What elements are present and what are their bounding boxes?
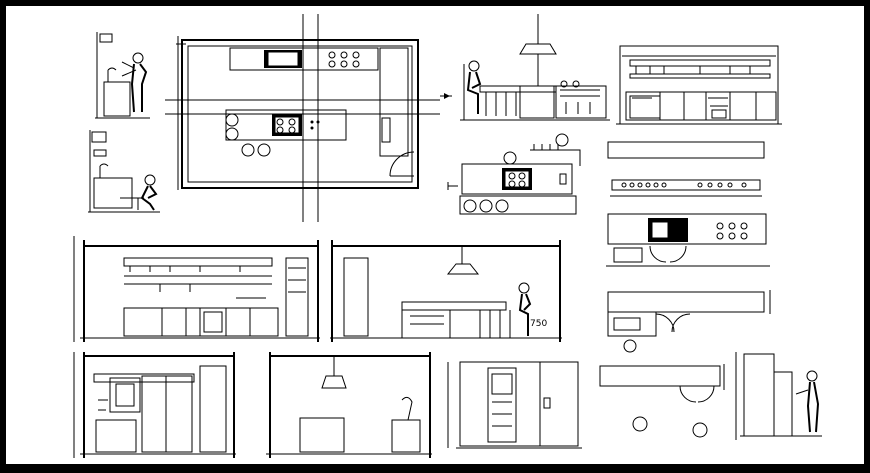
drawing-paper <box>6 6 864 464</box>
tall-cabinet-elevation <box>447 361 582 449</box>
counter-plan-strips <box>607 141 765 197</box>
cooktop-plan <box>606 213 770 267</box>
l-counter-plan <box>599 364 725 438</box>
island-hood-elevation: 750 <box>330 240 562 342</box>
pantry-elevation <box>73 352 236 458</box>
counter-plan-doors <box>607 290 771 353</box>
long-wall-elevation <box>73 236 320 342</box>
island-plan-chairs <box>447 133 581 215</box>
sink-elevation-seated <box>88 130 160 213</box>
small-hood-elevation <box>266 352 432 458</box>
sink-elevation-person <box>95 32 150 119</box>
kitchen-floor-plan <box>165 14 452 222</box>
wall-cabinet-elevation <box>616 45 782 125</box>
fridge-elevation-person <box>735 352 822 440</box>
island-elevation-hood <box>460 14 610 121</box>
counter-height-dimension: 750 <box>530 319 547 329</box>
